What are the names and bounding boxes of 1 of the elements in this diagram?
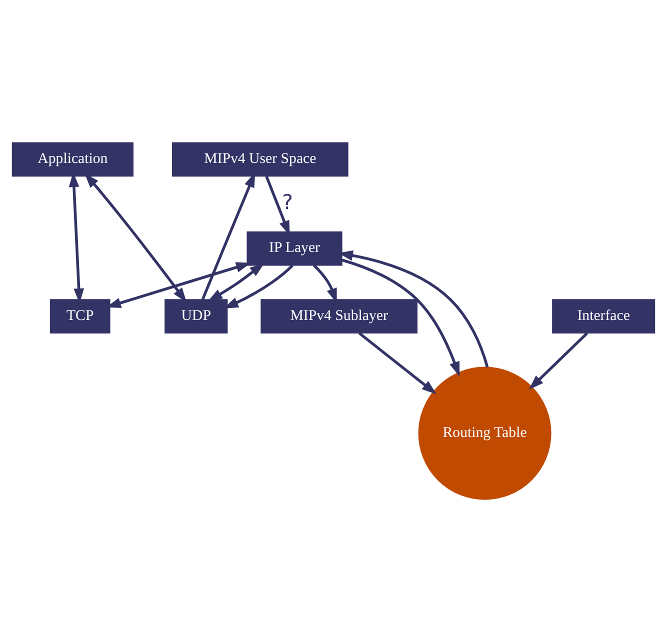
edge-label: ?: [282, 190, 293, 214]
